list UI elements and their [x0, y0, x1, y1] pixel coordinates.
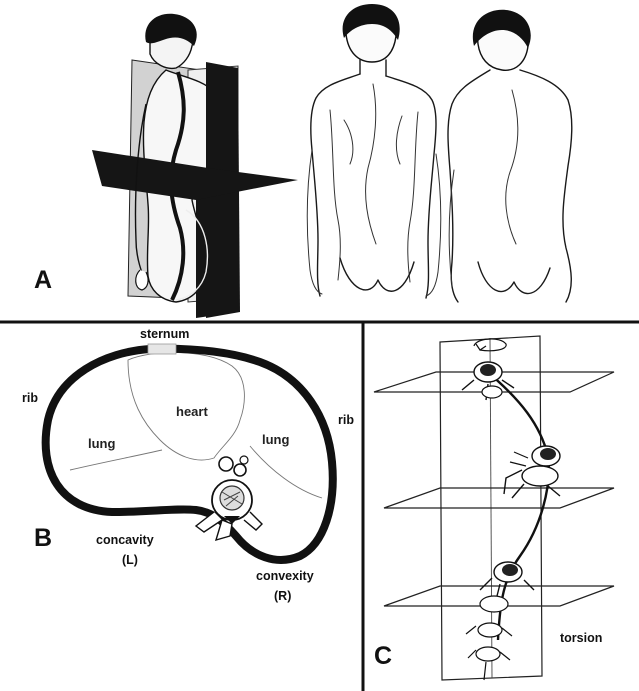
label-heart: heart — [176, 404, 208, 419]
label-torsion: torsion — [560, 631, 602, 645]
torso-sides-back — [330, 110, 418, 282]
frontal-plane-dark-lower — [196, 178, 238, 318]
label-lung-left: lung — [88, 436, 115, 451]
vena-cava — [234, 464, 246, 476]
aorta — [219, 457, 233, 471]
panel-b-letter: B — [34, 524, 52, 552]
spine-back — [366, 84, 376, 244]
panel-c: torsion C — [374, 336, 614, 680]
horizontal-plane-2 — [384, 488, 614, 508]
figure-side-view — [448, 10, 572, 302]
panel-b: sternum rib rib heart lung lung concavit… — [22, 327, 354, 603]
label-concavity-side: (L) — [122, 553, 138, 567]
arm-left-back — [307, 150, 322, 294]
spine-side — [506, 90, 518, 244]
label-rib-left: rib — [22, 391, 38, 405]
lung-left-border — [70, 450, 162, 470]
label-rib-right: rib — [338, 413, 354, 427]
sternum-mark — [148, 344, 176, 354]
label-sternum: sternum — [140, 327, 189, 341]
panel-c-letter: C — [374, 642, 392, 670]
buttocks-back — [340, 258, 414, 291]
figure-back-view — [307, 4, 441, 298]
body-outline-side — [448, 70, 572, 302]
rib-cage — [46, 349, 333, 560]
vertebra-middle — [504, 446, 560, 498]
label-convexity: convexity — [256, 569, 314, 583]
lung-right-border — [250, 446, 322, 498]
vertebra-top — [462, 362, 514, 400]
buttocks-side — [478, 262, 550, 294]
panel-a-letter: A — [34, 266, 52, 294]
figure-with-planes — [92, 14, 298, 318]
scapula-back — [344, 116, 402, 164]
label-convexity-side: (R) — [274, 589, 291, 603]
panel-a: A — [34, 4, 572, 318]
body-outline-back — [311, 74, 436, 298]
label-lung-right: lung — [262, 432, 289, 447]
hand-a — [136, 270, 148, 290]
label-concavity: concavity — [96, 533, 154, 547]
